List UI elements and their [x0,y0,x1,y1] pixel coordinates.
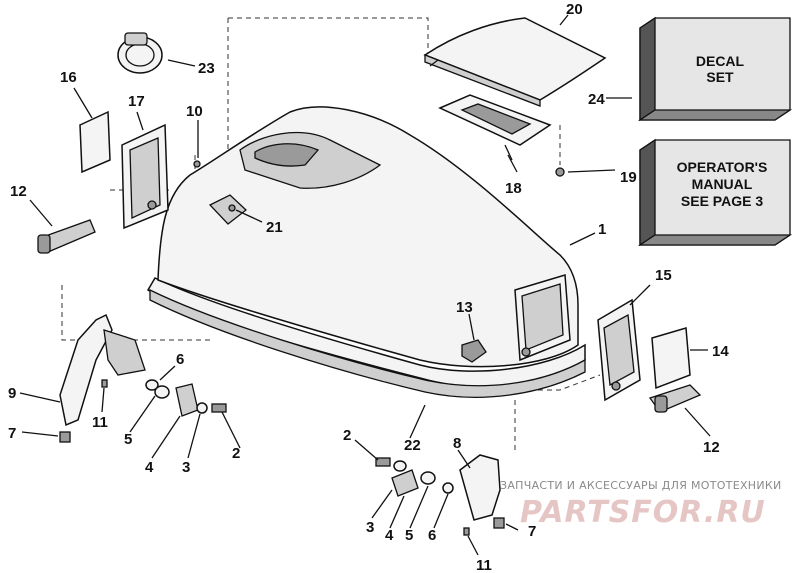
callout-2-right: 2 [343,427,351,444]
gasket-14 [651,327,691,390]
callout-3-left: 3 [182,459,190,476]
callout-16: 16 [60,69,77,86]
callout-7-left: 7 [8,425,16,442]
latch-13 [461,339,487,363]
callout-7-right: 7 [528,523,536,540]
manual-box-line3: SEE PAGE 3 [681,193,763,209]
callout-23: 23 [198,60,215,77]
emblem-21 [208,194,247,225]
callout-14: 14 [712,343,729,360]
manual-box-line1: OPERATOR'S [677,159,768,175]
gasket-16 [79,110,111,174]
watermark-tagline: ЗАПЧАСТИ И АКСЕССУАРЫ ДЛЯ МОТОТЕХНИКИ [500,479,782,492]
callout-labels: 1 2 2 3 3 4 4 5 5 6 6 7 7 8 9 10 11 11 1… [8,1,729,573]
leader-lines [19,14,711,556]
decal-set-box: DECAL SET [637,16,793,122]
callout-4-left: 4 [145,459,154,476]
callout-12-left: 12 [10,183,27,200]
manual-box-line2: MANUAL [692,176,753,192]
decal-box-line2: SET [706,69,734,85]
bracket-9 [59,313,146,427]
callout-9: 9 [8,385,16,402]
watermark: ЗАПЧАСТИ И АКСЕССУАРЫ ДЛЯ МОТОТЕХНИКИ PA… [500,479,782,530]
hardware-right [375,454,505,536]
hardware-left [59,379,227,443]
callout-5-right: 5 [405,527,413,544]
side-panel-15 [597,298,641,402]
callout-11-left: 11 [92,414,108,431]
callout-15: 15 [655,267,672,284]
cable-coil-23 [117,32,163,74]
grommet-frame-18 [438,94,552,161]
callout-21: 21 [266,219,283,236]
callout-6-right: 6 [428,527,436,544]
callout-22: 22 [404,437,421,454]
watermark-logo: PARTSFOR.RU [520,495,766,530]
callout-19: 19 [620,169,637,186]
callout-3-right: 3 [366,519,374,536]
callout-13: 13 [456,299,473,316]
operators-manual-box: OPERATOR'S MANUAL SEE PAGE 3 [637,138,793,247]
top-panel-20 [423,17,607,107]
callout-1: 1 [598,221,606,238]
callout-10: 10 [186,103,203,120]
callout-2-left: 2 [232,445,240,462]
callout-20: 20 [566,1,583,18]
decal-box-line1: DECAL [696,53,745,69]
handle-12-left [37,219,96,254]
screw-19 [555,167,565,177]
callout-24: 24 [588,91,605,108]
callout-8: 8 [453,435,461,452]
callout-5-left: 5 [124,431,132,448]
screw-10 [193,160,201,168]
callout-17: 17 [128,93,145,110]
callout-4-right: 4 [385,527,394,544]
callout-12-right: 12 [703,439,720,456]
callout-18: 18 [505,180,522,197]
side-panel-17 [121,123,169,230]
handle-12-right [648,384,702,413]
callout-11-right: 11 [476,557,492,573]
motor-cover-assembly [146,106,586,398]
callout-6-left: 6 [176,351,184,368]
